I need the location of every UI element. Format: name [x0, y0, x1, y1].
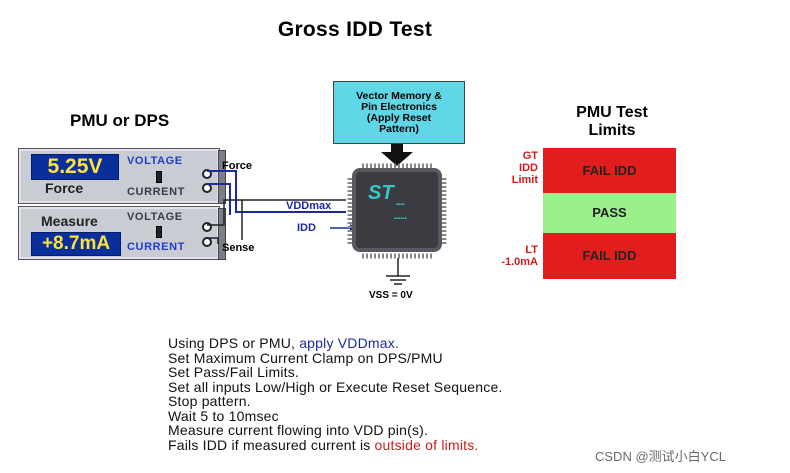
- measure-display: +8.7mA: [31, 232, 121, 256]
- gt-limit-label: GT IDD Limit: [512, 150, 538, 186]
- pmu-title: PMU or DPS: [70, 111, 170, 130]
- lt-line-2: -1.0mA: [501, 256, 538, 268]
- step-1-text: Using DPS or PMU,: [168, 335, 300, 351]
- down-arrow-icon: [381, 152, 413, 166]
- vss-label: VSS = 0V: [369, 290, 413, 301]
- sense-wire-label: Sense: [222, 242, 255, 254]
- step-8-text: Fails IDD if measured current is: [168, 436, 375, 453]
- measure-mode-switch[interactable]: [156, 226, 162, 238]
- limits-title: PMU Test Limits: [548, 104, 676, 140]
- vector-memory-line-2: Pin Electronics: [361, 100, 437, 113]
- measure-jack-top: [202, 222, 212, 232]
- vddmax-label: VDDmax: [286, 200, 332, 212]
- measure-mode-voltage: VOLTAGE: [127, 211, 183, 223]
- fail-idd-upper-band: FAIL IDD: [543, 148, 676, 193]
- limits-title-line1: PMU Test: [576, 104, 648, 121]
- gt-line-1: GT: [522, 150, 538, 162]
- dut-chip: ST ▪▪▪▪ ▪▪▪▪▪▪: [356, 172, 438, 248]
- fail-idd-lower-band: FAIL IDD: [543, 233, 676, 279]
- step-1-highlight: apply VDDmax.: [299, 335, 400, 351]
- measure-mode-current: CURRENT: [127, 241, 185, 253]
- st-logo: ST: [368, 182, 394, 204]
- procedure-steps: Using DPS or PMU, apply VDDmax. Set Maxi…: [168, 336, 503, 452]
- diagram-title: Gross IDD Test: [277, 18, 433, 41]
- limits-title-line2: Limits: [588, 122, 636, 139]
- step-8: Fails IDD if measured current is outside…: [168, 436, 503, 453]
- lt-limit-label: LT -1.0mA: [501, 244, 538, 268]
- measure-label: Measure: [41, 213, 98, 229]
- measure-panel-side: [218, 208, 226, 260]
- force-panel: 5.25V Force VOLTAGE CURRENT: [18, 148, 220, 204]
- vector-memory-line-4: Pattern): [379, 122, 419, 135]
- ground-icon: [386, 258, 410, 285]
- step-7: Measure current flowing into VDD pin(s).: [168, 422, 429, 438]
- step-3: Set Pass/Fail Limits.: [168, 364, 300, 380]
- step-4: Set all inputs Low/High or Execute Reset…: [168, 378, 503, 395]
- measure-wire-path: [207, 199, 346, 226]
- sense-wire-path: [207, 237, 219, 244]
- measure-panel: Measure +8.7mA VOLTAGE CURRENT: [18, 206, 220, 260]
- force-mode-voltage: VOLTAGE: [127, 155, 183, 167]
- vector-memory-line-3: (Apply Reset: [366, 111, 432, 124]
- chip-marking-2: ▪▪▪▪▪▪: [394, 216, 407, 222]
- force-mode-switch[interactable]: [156, 171, 162, 183]
- lt-line-1: LT: [525, 244, 538, 256]
- gt-line-3: Limit: [511, 174, 538, 186]
- force-mode-current: CURRENT: [127, 186, 185, 198]
- step-6: Wait 5 to 10msec: [168, 407, 279, 424]
- force-display: 5.25V: [31, 154, 119, 180]
- step-1: Using DPS or PMU, apply VDDmax.: [168, 336, 503, 351]
- step-8-highlight: outside of limits.: [374, 436, 479, 453]
- pass-band: PASS: [543, 193, 676, 233]
- step-5: Stop pattern.: [168, 393, 251, 409]
- chip-marking: ▪▪▪▪: [396, 202, 405, 208]
- force-wire-path-2: [207, 183, 231, 215]
- step-2: Set Maximum Current Clamp on DPS/PMU: [168, 349, 443, 366]
- gt-line-2: IDD: [519, 162, 538, 174]
- force-panel-side: [218, 150, 226, 204]
- force-wire-label: Force: [222, 160, 252, 172]
- watermark: CSDN @测试小白YCL: [595, 449, 726, 464]
- vector-memory-line-1: Vector Memory &: [356, 89, 442, 102]
- force-label: Force: [45, 180, 84, 196]
- chip-pins: [347, 163, 447, 259]
- vector-memory-box: Vector Memory & Pin Electronics (Apply R…: [333, 81, 465, 144]
- idd-label: IDD: [297, 222, 316, 234]
- force-wire-path: [207, 170, 346, 213]
